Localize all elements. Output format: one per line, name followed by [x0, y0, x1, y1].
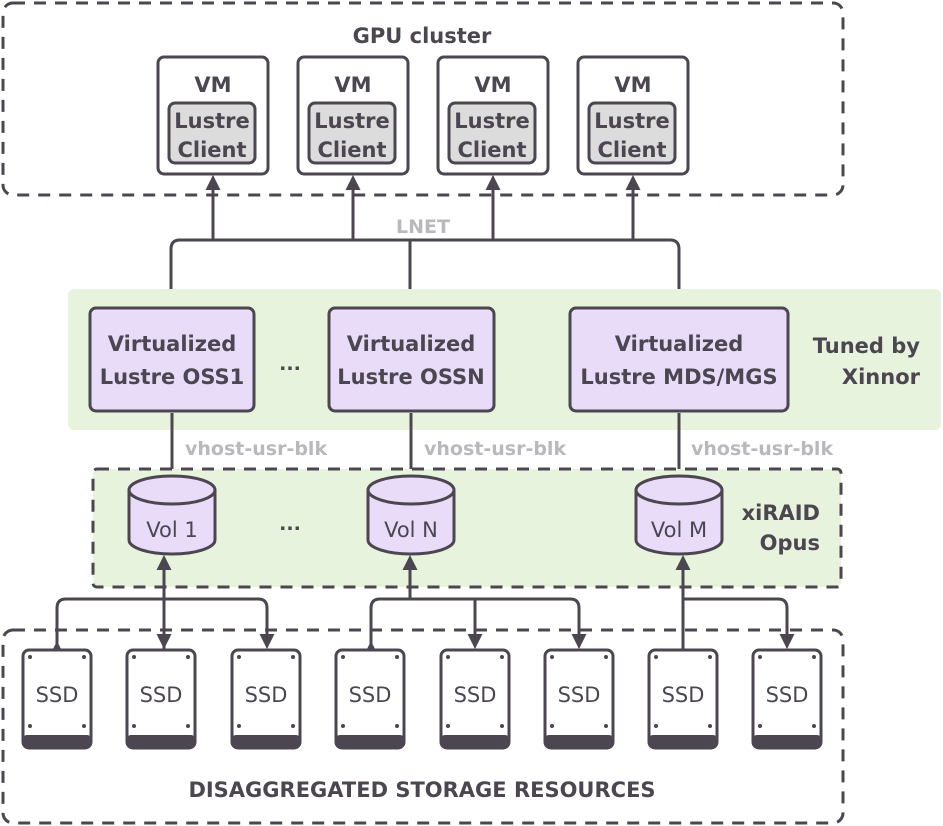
lustre-client-line1: Lustre [594, 109, 669, 133]
lustre-server-ossn: Virtualized Lustre OSSN [327, 306, 496, 413]
volume-volm: Vol M [634, 474, 724, 556]
lnet-bus [163, 175, 687, 312]
ssd-label: SSD [349, 683, 392, 707]
xiraid-label-line2: Opus [760, 531, 820, 555]
ssd-label: SSD [766, 683, 809, 707]
lustre-server-oss1: Virtualized Lustre OSS1 [88, 306, 256, 413]
vhost-label: vhost-usr-blk [691, 438, 833, 460]
volume-voln: Vol N [366, 474, 456, 556]
vm-label: VM [474, 73, 511, 97]
server-label-line2: Lustre MDS/MGS [580, 365, 777, 389]
lustre-client-box [587, 101, 677, 165]
ssd-label: SSD [558, 683, 601, 707]
ssd-drive: SSD [230, 648, 302, 750]
ssd-drive: SSD [439, 648, 511, 750]
lustre-client-line2: Client [317, 138, 386, 162]
volume-label: Vol N [384, 518, 438, 542]
tuned-by-label-line1: Tuned by [813, 334, 921, 358]
lustre-client-box [447, 101, 537, 165]
server-label-line1: Virtualized [615, 332, 744, 356]
vm-node: VM Lustre Client [576, 55, 690, 176]
ssd-label: SSD [36, 683, 79, 707]
vm-label: VM [194, 73, 231, 97]
lustre-client-line1: Lustre [454, 109, 529, 133]
ssd-label: SSD [454, 683, 497, 707]
lustre-client-line1: Lustre [314, 109, 389, 133]
volume-label: Vol 1 [146, 518, 197, 542]
server-ellipsis: ... [279, 353, 301, 375]
volume-label: Vol M [651, 518, 707, 542]
server-label-line2: Lustre OSSN [337, 365, 485, 389]
storage-title: DISAGGREGATED STORAGE RESOURCES [188, 778, 655, 802]
ssd-label: SSD [662, 683, 705, 707]
volume-vol1: Vol 1 [127, 474, 217, 556]
gpu-cluster-boundary [1, 1, 845, 197]
vhost-label: vhost-usr-blk [424, 438, 566, 460]
ssd-drive: SSD [647, 648, 719, 750]
vm-node: VM Lustre Client [296, 55, 410, 176]
ssd-label: SSD [245, 683, 288, 707]
ssd-drive: SSD [543, 648, 615, 750]
ssd-drive: SSD [21, 648, 93, 750]
vm-node: VM Lustre Client [436, 55, 550, 176]
vm-label: VM [614, 73, 651, 97]
tuned-by-label-line2: Xinnor [842, 365, 921, 389]
lustre-client-box [167, 101, 257, 165]
lustre-client-line2: Client [177, 138, 246, 162]
lnet-label: LNET [396, 216, 450, 238]
volume-ellipsis: ... [279, 513, 301, 535]
ssd-label: SSD [140, 683, 183, 707]
ssd-drive: SSD [334, 648, 406, 750]
xiraid-label-line1: xiRAID [742, 501, 820, 525]
lustre-client-line2: Client [597, 138, 666, 162]
gpu-cluster-title: GPU cluster [353, 24, 492, 48]
storage-boundary [1, 628, 845, 825]
server-label-line1: Virtualized [108, 332, 237, 356]
server-label-line2: Lustre OSS1 [100, 365, 245, 389]
lustre-client-line1: Lustre [174, 109, 249, 133]
ssd-drive: SSD [125, 648, 197, 750]
vm-label: VM [334, 73, 371, 97]
ssd-drive: SSD [751, 648, 823, 750]
lustre-client-box [307, 101, 397, 165]
storage-connectors [49, 555, 795, 656]
lustre-client-line2: Client [457, 138, 526, 162]
server-label-line1: Virtualized [347, 332, 476, 356]
ssd-row: SSD SSD SSD SSD SSD SSD SSD SSD [21, 648, 823, 750]
vhost-label: vhost-usr-blk [185, 438, 327, 460]
vm-node: VM Lustre Client [156, 55, 270, 176]
lustre-server-mds: Virtualized Lustre MDS/MGS [568, 306, 790, 413]
